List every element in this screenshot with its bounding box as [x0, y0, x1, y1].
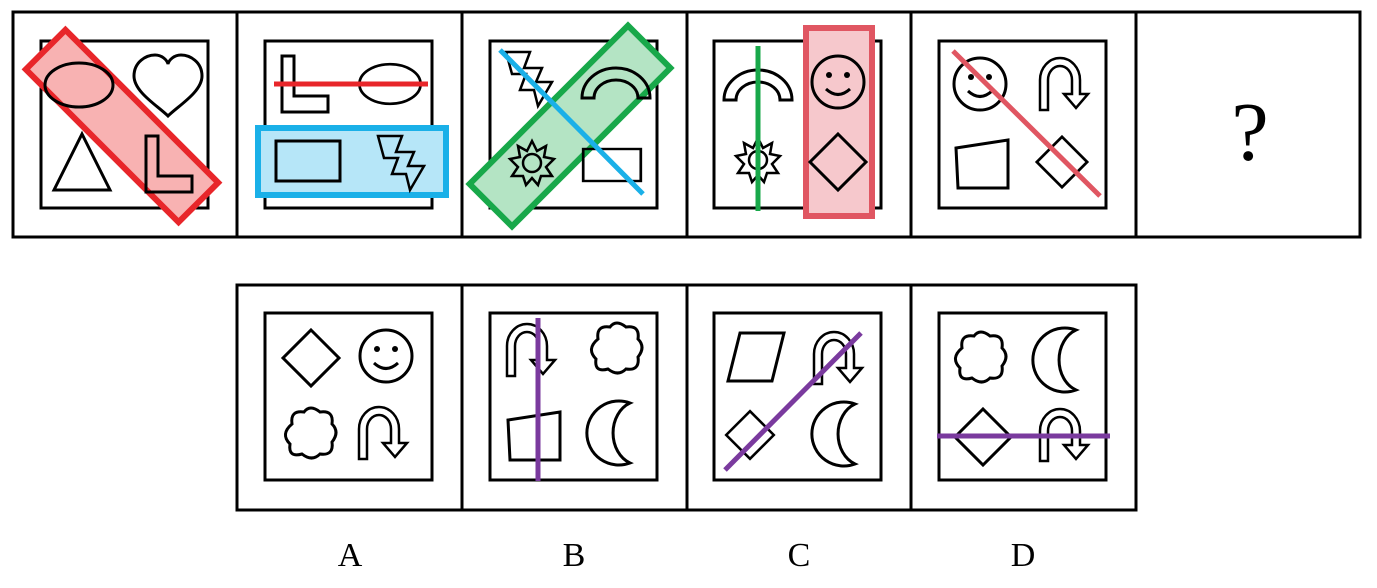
option-label-a: A [338, 537, 363, 574]
green-highlight-band [465, 21, 675, 231]
options-row [235, 283, 1138, 512]
curved-arrow-shape [505, 322, 557, 378]
question-panel-5 [937, 39, 1108, 210]
question-panel-2 [255, 39, 449, 210]
purple-line [723, 331, 863, 472]
pink-highlight-band [803, 25, 875, 219]
diamond-shape [281, 328, 341, 388]
moon-shape [810, 400, 857, 468]
option-b[interactable] [488, 311, 659, 482]
red-highlight-band [21, 25, 223, 227]
pink-line [951, 49, 1102, 198]
cloud-shape [283, 406, 338, 460]
curved-arrow-shape [357, 405, 409, 461]
question-row [11, 10, 1362, 239]
question-panel-1 [21, 25, 223, 227]
cloud-shape [589, 321, 644, 375]
blue-line [498, 48, 645, 196]
cloud-shape [953, 330, 1008, 384]
curved-arrow-shape [1038, 56, 1090, 112]
smiley-shape [358, 328, 414, 384]
option-a[interactable] [263, 311, 434, 482]
option-label-b: B [563, 537, 586, 574]
option-label-c: C [788, 537, 811, 574]
trapezoid-shape [506, 410, 562, 462]
blue-highlight-band [255, 125, 449, 198]
diamond-shape [724, 409, 776, 461]
trapezoid-shape [954, 138, 1010, 190]
moon-shape [1031, 326, 1078, 394]
option-label-d: D [1011, 537, 1036, 574]
question-mark: ? [1231, 86, 1268, 179]
option-d[interactable] [937, 311, 1110, 482]
moon-shape [585, 399, 632, 467]
option-c[interactable] [712, 311, 883, 482]
question-panel-6: ? [1231, 86, 1268, 179]
parallelogram-shape [726, 331, 786, 383]
question-panel-4 [712, 25, 883, 219]
smiley-shape [952, 56, 1008, 112]
question-panel-3 [465, 21, 675, 231]
